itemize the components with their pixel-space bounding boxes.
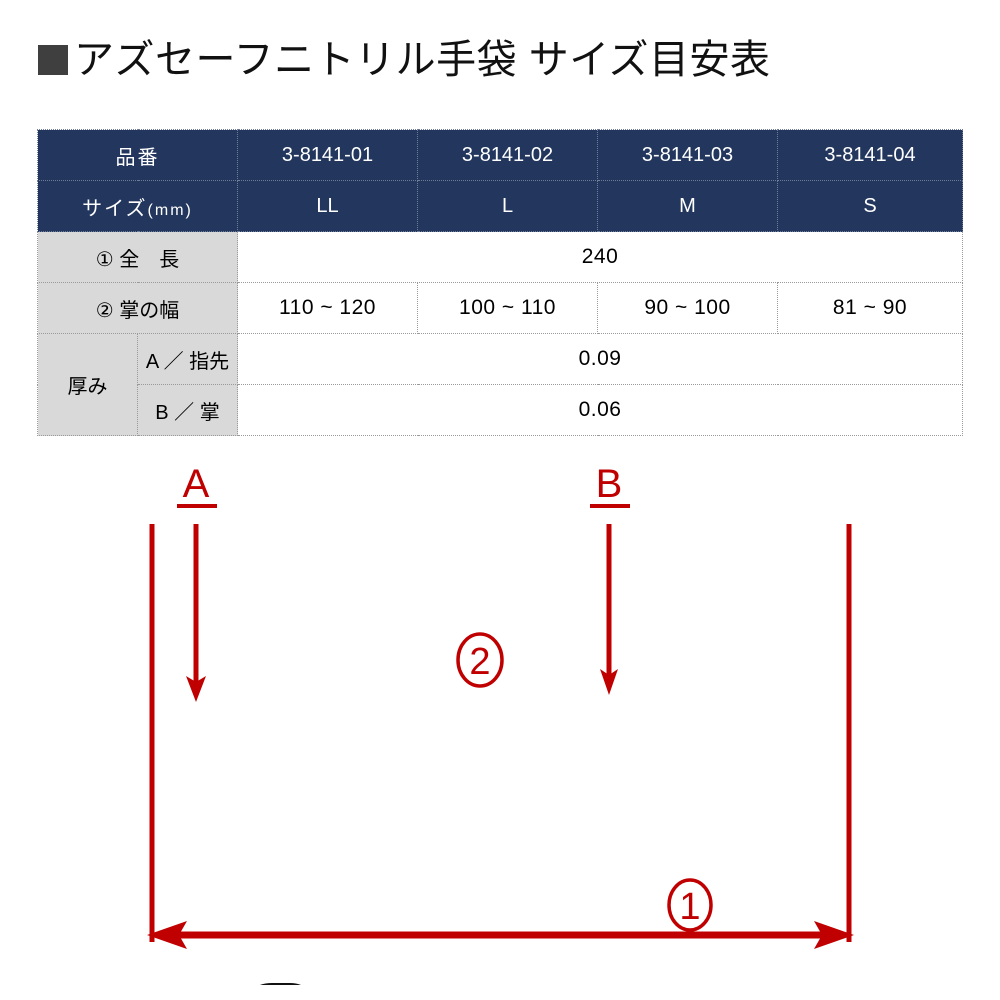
cell-palm-width-m: 90 ~ 100: [597, 282, 778, 334]
cell-size-ll: LL: [237, 180, 418, 232]
label-b: B: [596, 462, 623, 506]
measurement-overlay: A B 2 1: [147, 462, 854, 949]
table-row-palm-width: ② 掌の幅 110 ~ 120 100 ~ 110 90 ~ 100 81 ~ …: [37, 282, 963, 334]
overall-length-arrow-head-right: [814, 921, 854, 949]
square-bullet-icon: [38, 45, 68, 75]
cell-palm-width-s: 81 ~ 90: [777, 282, 963, 334]
svg-text:1: 1: [679, 886, 700, 928]
row-header-thickness-group: 厚み: [37, 333, 138, 436]
table-row-thickness-fingertip: 厚み A ／ 指先 0.09: [37, 333, 963, 436]
overall-length-arrow-head-left: [147, 921, 187, 949]
row-header-size-text: サイズ: [82, 197, 148, 220]
cell-palm-width-l: 100 ~ 110: [417, 282, 598, 334]
row-header-size: サイズ(mm): [37, 180, 238, 232]
table-row-overall-length: ① 全 長 240: [37, 231, 963, 283]
arrow-b-head: [600, 669, 618, 695]
row-header-thickness-fingertip: A ／ 指先: [137, 333, 238, 385]
cell-size-l: L: [417, 180, 598, 232]
cell-model-l: 3-8141-02: [417, 129, 598, 181]
cell-model-ll: 3-8141-01: [237, 129, 418, 181]
cell-model-s: 3-8141-04: [777, 129, 963, 181]
row-header-thickness-palm: B ／ 掌: [137, 384, 238, 436]
row-header-palm-width: ② 掌の幅: [37, 282, 238, 334]
page-title: アズセーフニトリル手袋 サイズ目安表: [38, 38, 771, 82]
svg-text:2: 2: [469, 641, 490, 683]
size-guide-table: 品番 3-8141-01 3-8141-02 3-8141-03 3-8141-…: [37, 129, 963, 436]
arrow-a-head: [186, 676, 206, 702]
overall-length-marker: 1: [667, 878, 713, 932]
cell-palm-width-ll: 110 ~ 120: [237, 282, 418, 334]
palm-width-marker: 2: [456, 632, 504, 688]
cell-size-s: S: [777, 180, 963, 232]
label-a: A: [183, 462, 210, 506]
table-row-thickness-palm: B ／ 掌 0.06: [38, 384, 963, 436]
cell-model-m: 3-8141-03: [597, 129, 778, 181]
table-row-size: サイズ(mm) LL L M S: [37, 180, 963, 232]
row-header-size-unit: (mm): [147, 201, 193, 219]
cell-thickness-palm-value: 0.06: [237, 384, 963, 436]
table-row-model-number: 品番 3-8141-01 3-8141-02 3-8141-03 3-8141-…: [37, 129, 963, 181]
row-header-overall-length: ① 全 長: [37, 231, 238, 283]
cell-overall-length-value: 240: [237, 231, 963, 283]
cell-thickness-fingertip-value: 0.09: [237, 333, 963, 385]
cell-size-m: M: [597, 180, 778, 232]
row-header-model-number: 品番: [37, 129, 238, 181]
glove-measurement-diagram: A B 2 1: [0, 440, 1000, 985]
page-title-text: アズセーフニトリル手袋 サイズ目安表: [74, 38, 771, 82]
